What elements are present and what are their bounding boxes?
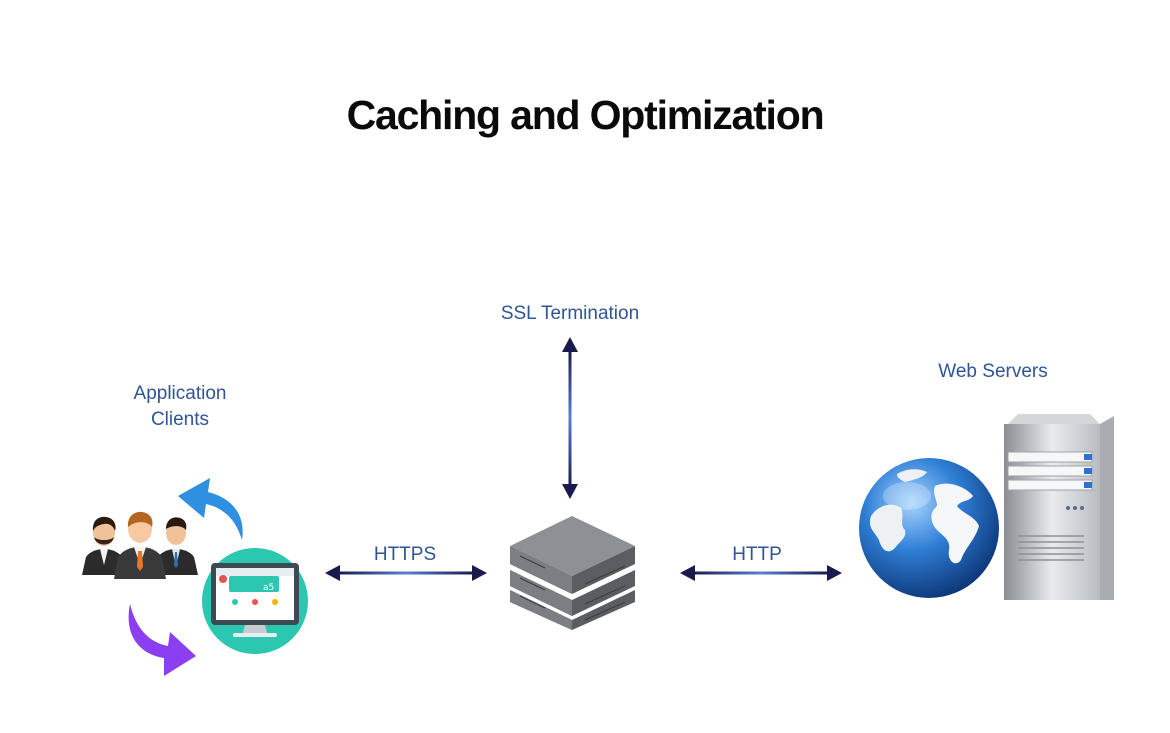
http-label: HTTP (732, 544, 782, 565)
people-group-icon (82, 511, 198, 579)
cycle-arrow-down-icon (128, 604, 196, 676)
web-servers-label: Web Servers (938, 361, 1048, 382)
svg-text:a5: a5 (263, 583, 274, 593)
application-clients-label-line2: Clients (150, 409, 210, 430)
page-title: Caching and Optimization (346, 92, 825, 138)
ssl-termination-label: SSL Termination (500, 303, 640, 324)
application-clients-label-line1: Application (133, 383, 227, 404)
server-stack-icon (510, 516, 635, 630)
globe-icon (859, 458, 999, 598)
https-double-arrow (325, 565, 487, 581)
http-double-arrow (680, 565, 842, 581)
cycle-arrow-up-icon (178, 478, 243, 540)
ssl-vertical-arrow (562, 337, 578, 499)
monitor-icon: a5 (202, 548, 308, 654)
server-tower-icon (1004, 414, 1114, 600)
application-clients-label: Application Clients (100, 381, 260, 433)
https-label: HTTPS (373, 544, 437, 565)
